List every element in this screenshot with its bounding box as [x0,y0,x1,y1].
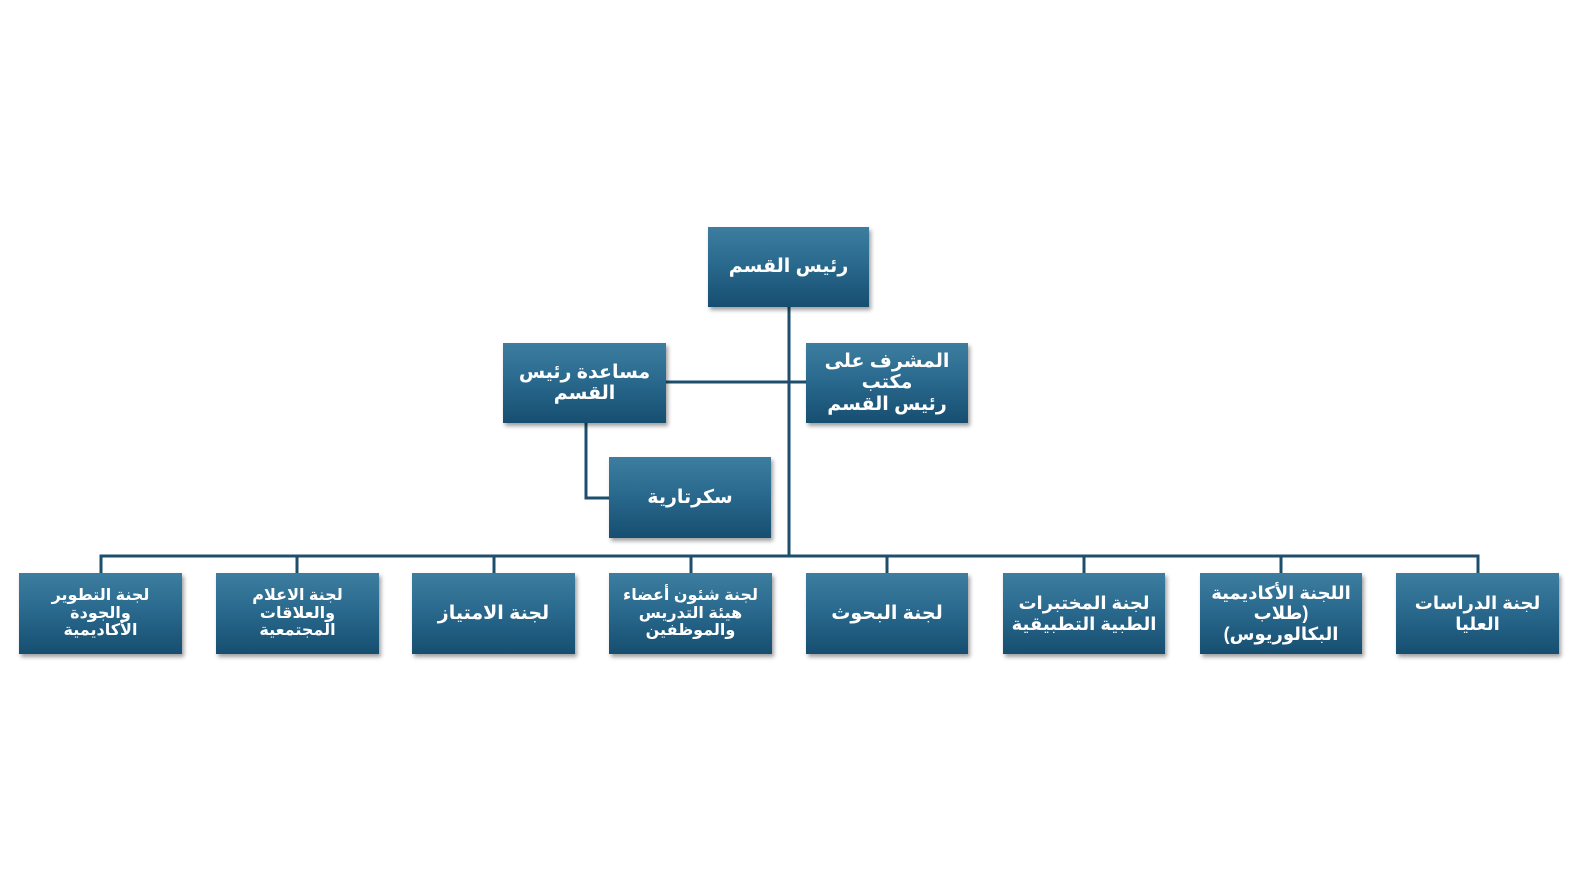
node-label: لجنة التطوير والجودة الأكاديمية [51,586,150,640]
node-committee-development-quality: لجنة التطوير والجودة الأكاديمية [19,573,182,654]
node-assistant-head: مساعدة رئيس القسم [503,343,666,423]
node-committee-media-relations: لجنة الاعلام والعلاقات المجتمعية [216,573,379,654]
node-label: رئيس القسم [728,256,849,278]
node-label: لجنة الامتياز [437,602,550,624]
node-label: لجنة المختبرات الطبية التطبيقية [1011,593,1157,634]
node-label: مساعدة رئيس القسم [518,361,651,404]
node-committee-faculty-affairs: لجنة شئون أعضاء هيئة التدريس والموظفين [609,573,772,654]
node-label: سكرتارية [647,486,733,508]
node-committee-medical-labs: لجنة المختبرات الطبية التطبيقية [1003,573,1165,654]
node-label: لجنة الاعلام والعلاقات المجتمعية [252,586,343,640]
node-secretariat: سكرتارية [609,457,771,538]
node-office-supervisor: المشرف على مكتب رئيس القسم [806,343,968,423]
node-committee-internship: لجنة الامتياز [412,573,575,654]
node-label: اللجنة الأكاديمية (طلاب البكالوريوس) [1211,583,1351,644]
node-head-of-department: رئيس القسم [708,227,869,307]
node-committee-academic-bachelor: اللجنة الأكاديمية (طلاب البكالوريوس) [1200,573,1362,654]
node-committee-postgraduate: لجنة الدراسات العليا [1396,573,1559,654]
node-label: لجنة الدراسات العليا [1414,593,1541,634]
node-committee-research: لجنة البحوث [806,573,968,654]
node-label: لجنة البحوث [831,602,943,624]
node-label: لجنة شئون أعضاء هيئة التدريس والموظفين [623,586,758,640]
node-label: المشرف على مكتب رئيس القسم [824,351,950,415]
